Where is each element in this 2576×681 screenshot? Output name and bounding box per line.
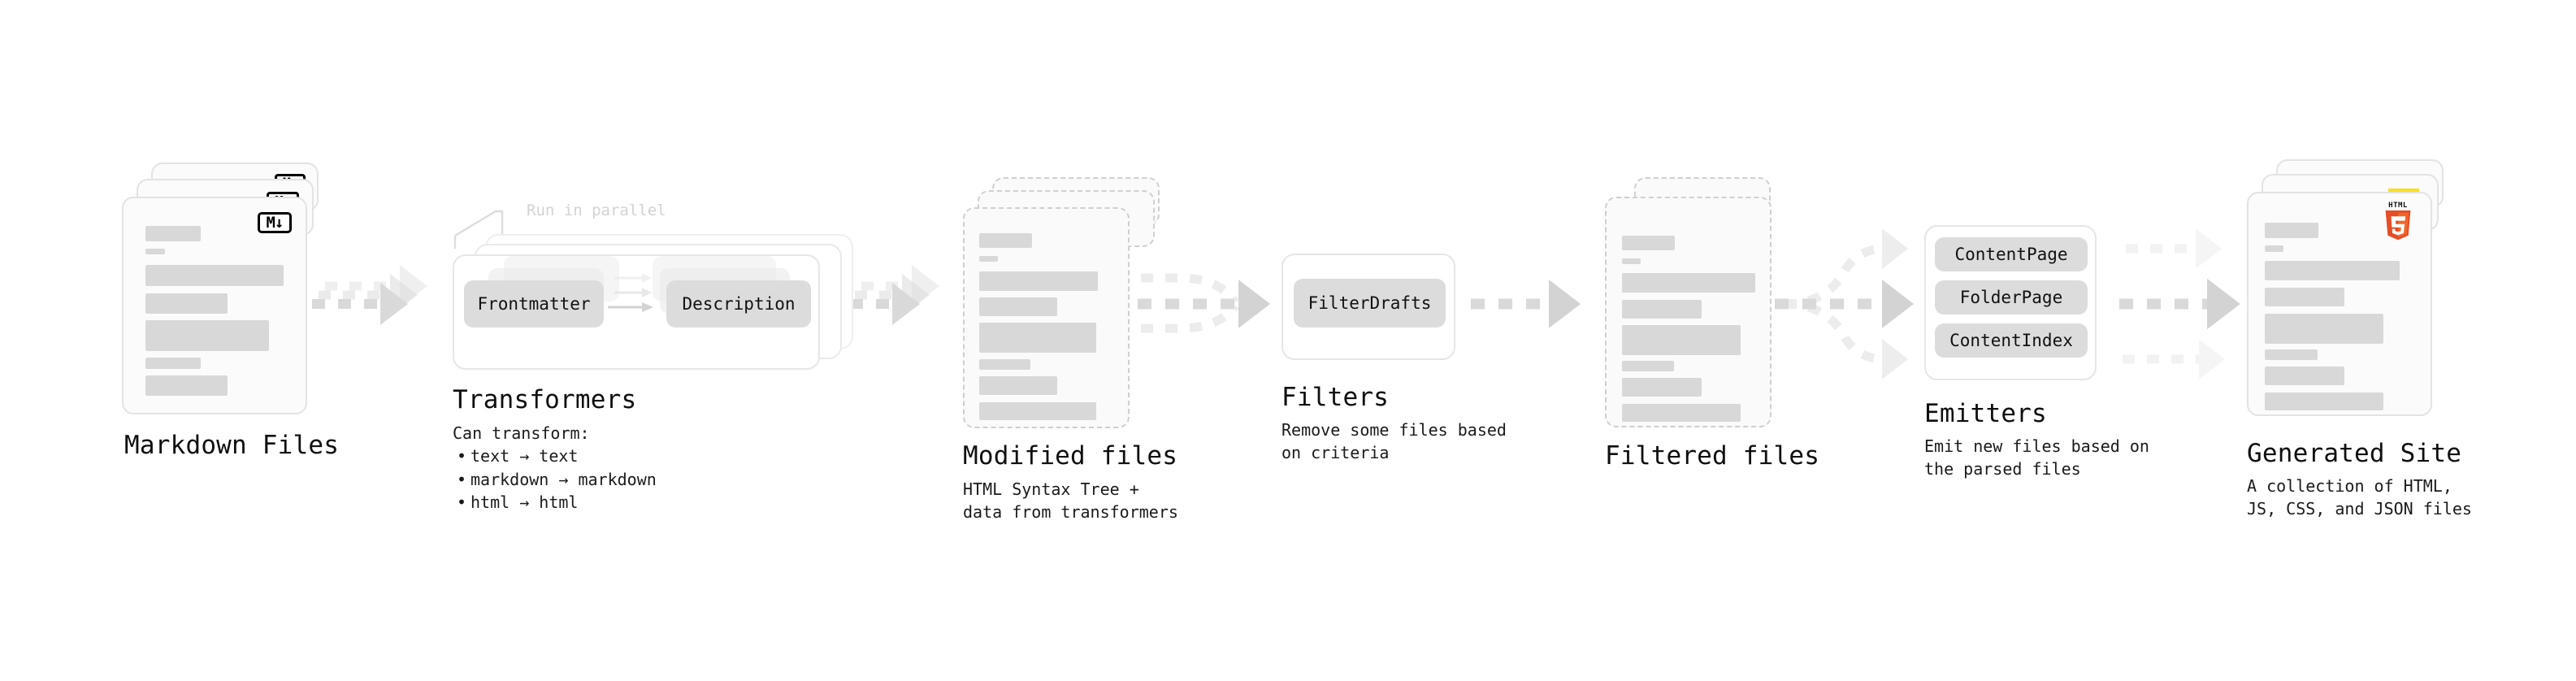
stage-title-filters: Filters bbox=[1281, 383, 1390, 412]
chip-contentindex[interactable]: ContentIndex bbox=[1935, 323, 2088, 358]
arrow-emitters-to-site bbox=[2119, 228, 2240, 380]
html5-badge-icon: HTML bbox=[2382, 202, 2414, 241]
run-in-parallel-label: Run in parallel bbox=[527, 202, 666, 219]
stage-title-filtered-files: Filtered files bbox=[1605, 441, 1820, 471]
html5-badge-label: HTML bbox=[2388, 202, 2408, 210]
markdown-badge-icon: M↓ bbox=[258, 212, 292, 233]
chip-contentpage-label: ContentPage bbox=[1954, 245, 2068, 264]
transformer-inner-arrows bbox=[608, 273, 653, 312]
run-in-parallel-callout bbox=[453, 210, 504, 249]
stage-desc-generated-site: A collection of HTML, JS, CSS, and JSON … bbox=[2247, 476, 2472, 519]
chip-contentindex-label: ContentIndex bbox=[1949, 331, 2073, 350]
chip-filterdrafts[interactable]: FilterDrafts bbox=[1294, 279, 1446, 327]
transformers-desc-intro: Can transform: bbox=[453, 423, 590, 443]
stage-desc-filters: Remove some files based on criteria bbox=[1281, 420, 1507, 463]
markdown-files-stack: M↓ M↓ M↓ bbox=[122, 163, 325, 423]
transformers-desc-list: text → text markdown → markdown html → h… bbox=[453, 445, 657, 514]
generated-site-stack: CSS HTML bbox=[2247, 159, 2458, 427]
list-item: markdown → markdown bbox=[457, 468, 657, 492]
modified-files-stack bbox=[963, 177, 1166, 437]
markdown-badge-label: M↓ bbox=[266, 213, 284, 232]
stage-desc-modified-files: HTML Syntax Tree + data from transformer… bbox=[963, 479, 1178, 523]
stage-desc-emitters: Emit new files based on the parsed files bbox=[1924, 436, 2149, 479]
stage-title-markdown-files: Markdown Files bbox=[124, 431, 340, 460]
chip-filterdrafts-label: FilterDrafts bbox=[1308, 293, 1432, 313]
stage-title-transformers: Transformers bbox=[453, 385, 637, 414]
arrow-modified-to-filters bbox=[1138, 273, 1271, 333]
arrow-markdown-to-transformers bbox=[312, 265, 427, 325]
arrow-filtered-to-emitters bbox=[1775, 228, 1915, 380]
generated-file-card-html: HTML bbox=[2247, 192, 2432, 416]
filtered-files-stack bbox=[1605, 177, 1808, 437]
chip-folderpage[interactable]: FolderPage bbox=[1935, 280, 2088, 314]
stage-title-generated-site: Generated Site bbox=[2247, 439, 2462, 468]
arrow-filters-to-filtered bbox=[1471, 280, 1581, 328]
chip-contentpage[interactable]: ContentPage bbox=[1935, 237, 2088, 271]
stage-title-emitters: Emitters bbox=[1924, 399, 2047, 428]
chip-description[interactable]: Description bbox=[666, 280, 811, 327]
chip-description-label: Description bbox=[682, 294, 796, 314]
chip-folderpage-label: FolderPage bbox=[1959, 288, 2063, 307]
list-item: html → html bbox=[457, 491, 657, 514]
markdown-file-card-front: M↓ bbox=[122, 197, 307, 414]
modified-file-card-front bbox=[963, 207, 1130, 428]
filtered-file-card-front bbox=[1605, 197, 1772, 427]
list-item: text → text bbox=[457, 445, 657, 468]
chip-frontmatter-label: Frontmatter bbox=[477, 294, 591, 314]
chip-frontmatter[interactable]: Frontmatter bbox=[464, 280, 604, 327]
stage-desc-transformers: Can transform: text → text markdown → ma… bbox=[453, 422, 657, 514]
stage-title-modified-files: Modified files bbox=[963, 441, 1178, 471]
